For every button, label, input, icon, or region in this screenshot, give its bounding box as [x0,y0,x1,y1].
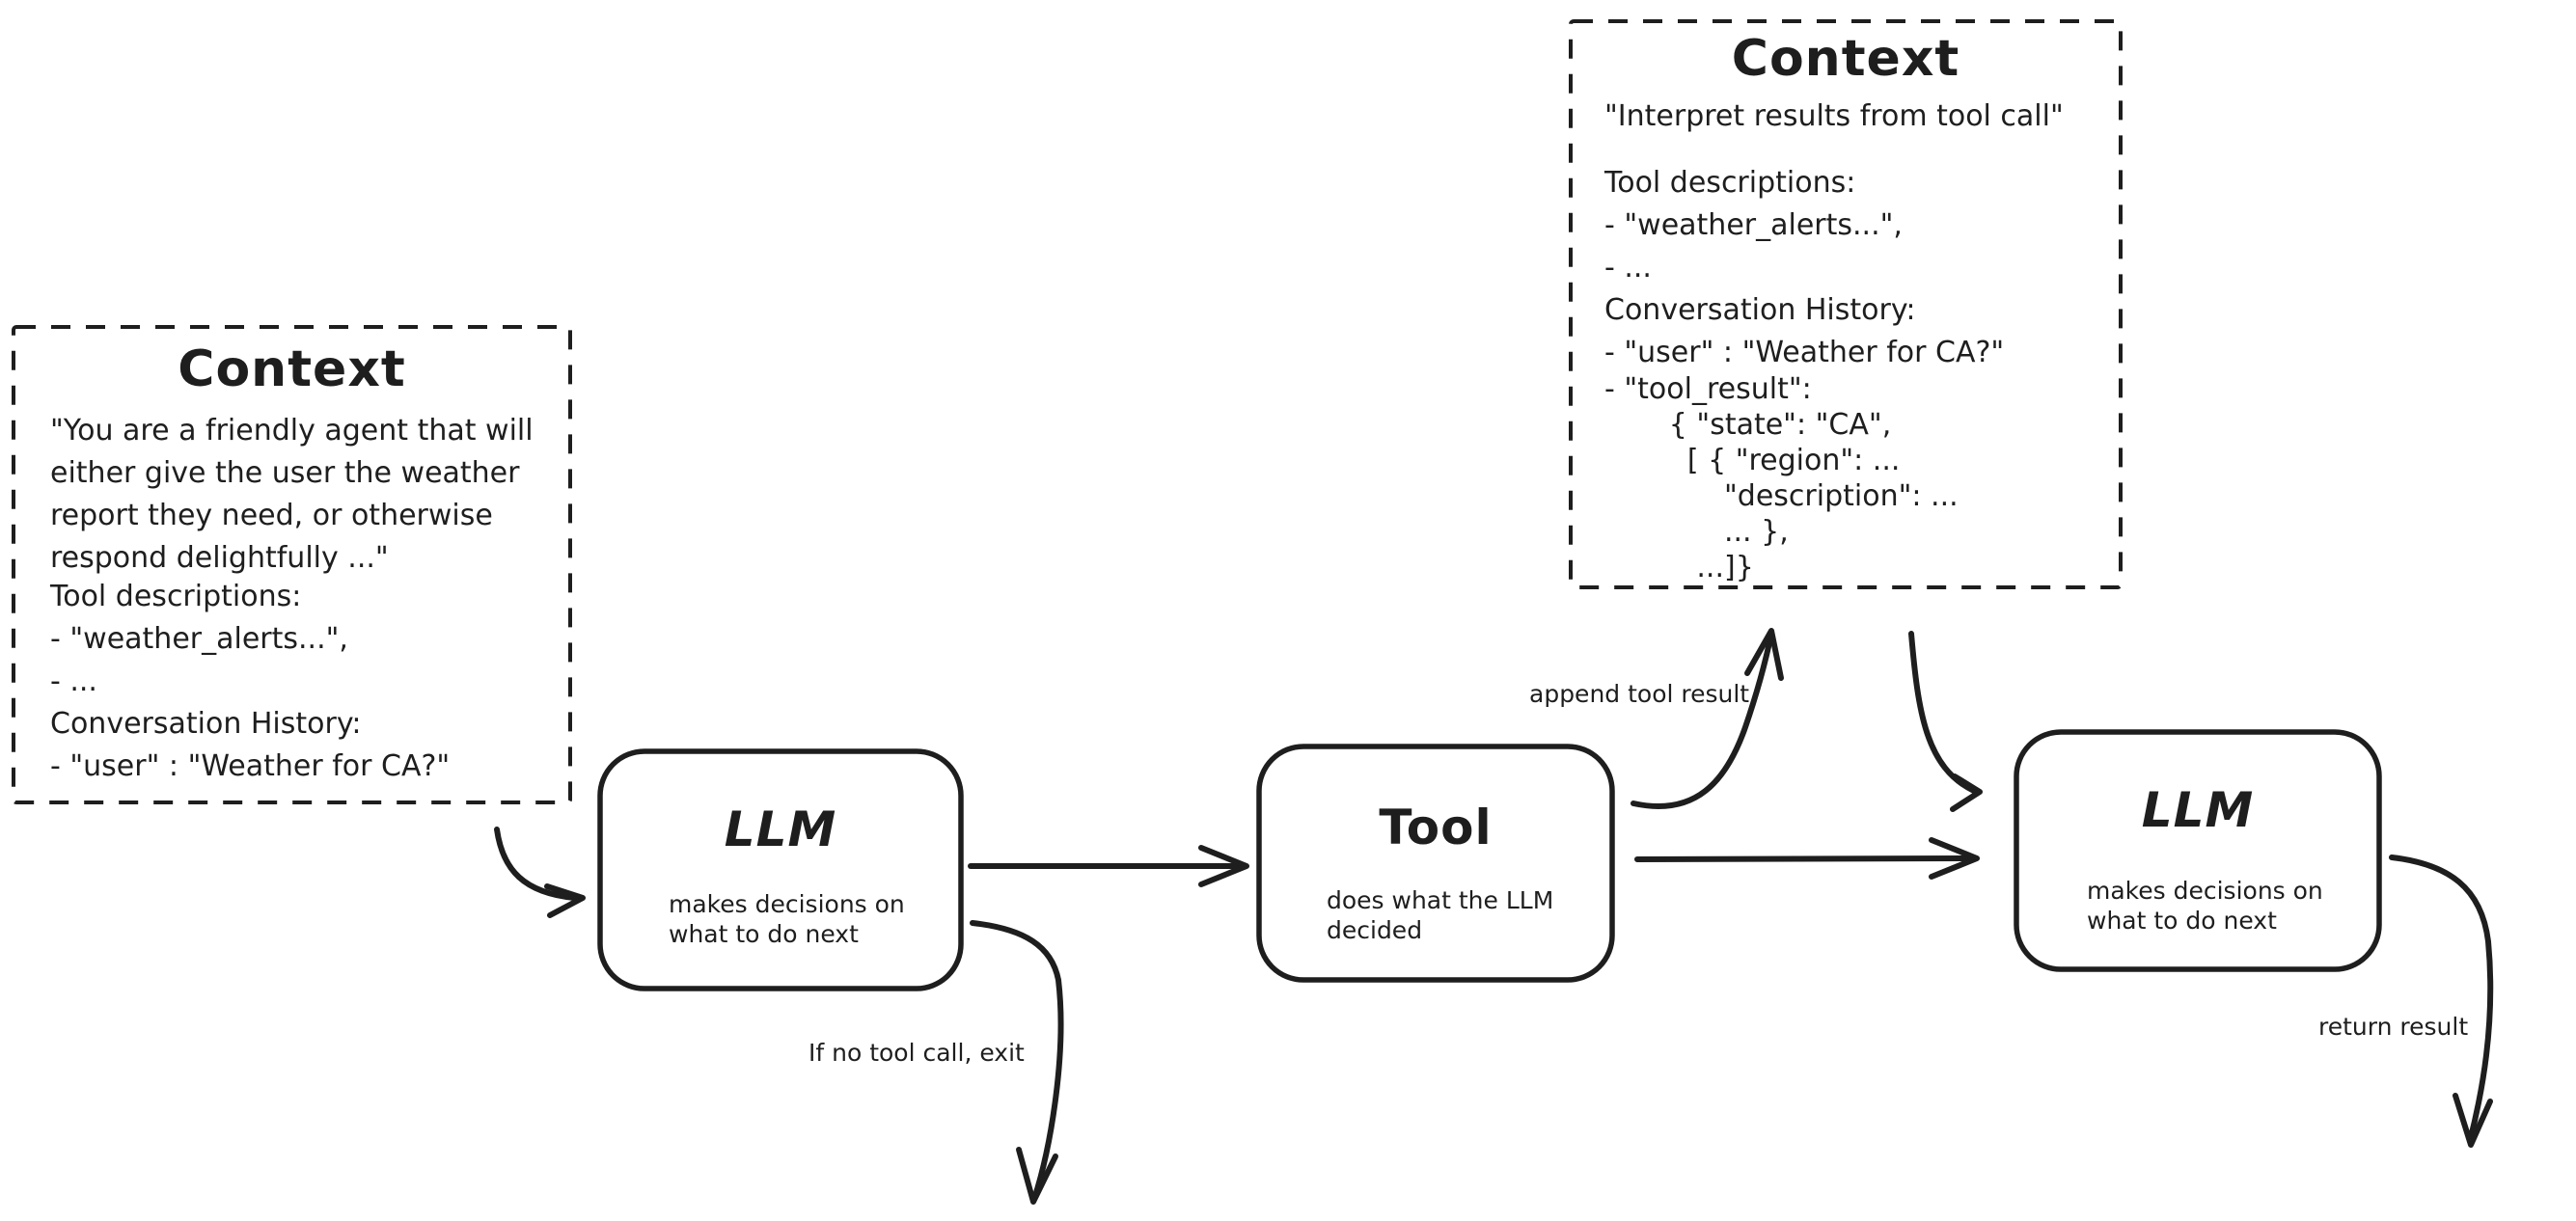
arrow-context-top-to-llm-second [1908,631,1983,812]
llm-second-description: makes decisions on what to do next [2087,877,2323,935]
tool-node-box [1256,744,1615,983]
llm-second-node-box [2014,729,2382,972]
context-top-tool-result: - "tool_result": { "state": "CA", [ { "r… [1604,372,1959,584]
arrow-no-tool-call-exit [970,920,1064,1205]
context-left-details: Tool descriptions: - "weather_alerts..."… [50,580,451,783]
llm-first-title: LLM [724,801,837,857]
tool-title: Tool [1379,800,1493,855]
arrow-append-tool-result [1631,628,1784,810]
context-left-prompt: "You are a friendly agent that will eith… [50,414,534,575]
context-top-title: Context [1731,30,1960,88]
arrow-return-result [2389,855,2494,1148]
context-left-title: Context [178,340,406,398]
arrow-tool-to-llm-second [1634,837,1980,880]
llm-second-title: LLM [2141,782,2255,838]
append-tool-result-label: append tool result [1529,680,1750,708]
context-top-details: Tool descriptions: - "weather_alerts..."… [1604,166,2005,369]
context-left-box [12,325,572,804]
arrow-context-left-to-llm [494,827,586,918]
arrow-llm-to-tool [968,845,1249,887]
return-result-label: return result [2318,1013,2469,1041]
llm-first-description: makes decisions on what to do next [669,890,905,948]
tool-description: does what the LLM decided [1327,886,1554,944]
if-no-tool-call-exit-label: If no tool call, exit [808,1039,1025,1067]
llm-first-node-box [597,748,964,991]
context-top-prompt: "Interpret results from tool call" [1604,99,2064,133]
